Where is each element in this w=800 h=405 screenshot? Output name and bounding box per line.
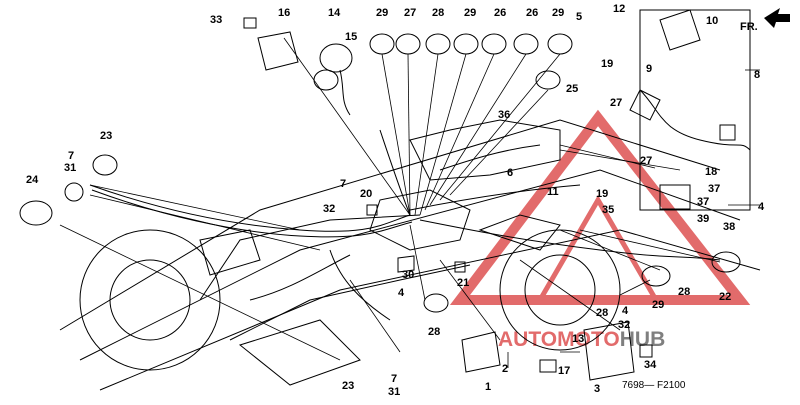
callout-label: 9 bbox=[646, 63, 652, 75]
callout-label: 27 bbox=[640, 155, 652, 167]
callout-label: 14 bbox=[328, 7, 341, 19]
vehicle-frame bbox=[59, 119, 761, 391]
callout-label: 30 bbox=[402, 269, 414, 281]
front-direction-label: FR. bbox=[740, 21, 758, 33]
callout-label: 7 bbox=[340, 178, 346, 190]
callout-label: 7 bbox=[68, 150, 74, 162]
part-29-clamp bbox=[641, 265, 671, 287]
callout-label: 20 bbox=[360, 188, 372, 200]
part-3-fusebox bbox=[583, 321, 635, 381]
part-30-bracket bbox=[397, 255, 415, 273]
watermark-text-part1: AUTOMOTO bbox=[498, 328, 620, 351]
leader-lines bbox=[59, 37, 760, 368]
callout-label: 1 bbox=[485, 381, 491, 393]
callout-label: 19 bbox=[596, 188, 608, 200]
callout-label: 18 bbox=[705, 166, 717, 178]
callout-label: 31 bbox=[388, 386, 400, 398]
callout-label: 28 bbox=[678, 286, 690, 298]
callout-label: 23 bbox=[342, 380, 354, 392]
callout-label: 15 bbox=[345, 31, 357, 43]
callout-label: 29 bbox=[552, 7, 564, 19]
callout-label: 37 bbox=[697, 196, 709, 208]
callout-label: 16 bbox=[278, 7, 290, 19]
callout-label: 38 bbox=[723, 221, 735, 233]
part-25-clamp bbox=[535, 70, 561, 90]
callout-label: 28 bbox=[596, 307, 608, 319]
callout-label: 11 bbox=[547, 186, 559, 198]
callout-label: 29 bbox=[652, 299, 664, 311]
part-8-sensor bbox=[629, 9, 751, 211]
callout-label: 32 bbox=[618, 319, 630, 331]
part-20-bolt bbox=[366, 204, 378, 216]
callout-label: 37 bbox=[708, 183, 720, 195]
callout-label: 13 bbox=[572, 333, 584, 345]
part-31-grommet bbox=[64, 182, 84, 202]
part-22-clamp bbox=[711, 251, 741, 273]
callout-label: 8 bbox=[754, 69, 760, 81]
part-23-clamp bbox=[92, 154, 118, 176]
callout-label: 26 bbox=[526, 7, 538, 19]
part-17-connector bbox=[539, 359, 557, 373]
callout-numbers: 33 16 14 15 29 27 28 29 26 26 29 5 12 10… bbox=[26, 3, 765, 398]
front-direction-indicator: FR. bbox=[740, 8, 790, 33]
callout-label: 7 bbox=[391, 373, 397, 385]
callout-label: 27 bbox=[610, 97, 622, 109]
callout-label: 3 bbox=[594, 383, 600, 395]
callout-label: 31 bbox=[64, 162, 76, 174]
callout-label: 24 bbox=[26, 174, 39, 186]
watermark-text-part2: HUB bbox=[620, 328, 666, 351]
part-33-bolt bbox=[243, 17, 257, 29]
callout-label: 5 bbox=[576, 11, 582, 23]
part-21-bolt bbox=[454, 261, 466, 273]
callout-label: 39 bbox=[697, 213, 709, 225]
callout-label: 33 bbox=[210, 14, 222, 26]
callout-label: 28 bbox=[432, 7, 444, 19]
callout-label: 25 bbox=[566, 83, 578, 95]
callout-label: 22 bbox=[719, 291, 731, 303]
callout-label: 36 bbox=[498, 109, 510, 121]
callout-label: 4 bbox=[622, 305, 629, 317]
callout-label: 32 bbox=[323, 203, 335, 215]
wire-harness bbox=[89, 69, 751, 321]
part-18-relay bbox=[659, 184, 691, 210]
clamps-top-row bbox=[369, 33, 573, 55]
callout-label: 12 bbox=[613, 3, 625, 15]
callout-label: 29 bbox=[376, 7, 388, 19]
part-34-bolt bbox=[639, 344, 653, 358]
part-1-unit bbox=[461, 331, 501, 373]
callout-label: 10 bbox=[706, 15, 718, 27]
callout-label: 4 bbox=[398, 287, 405, 299]
figure-code: 7698— F2100 bbox=[622, 380, 686, 391]
callout-label: 26 bbox=[494, 7, 506, 19]
part-24-clamp bbox=[19, 200, 53, 226]
callout-label: 28 bbox=[428, 326, 440, 338]
callout-label: 23 bbox=[100, 130, 112, 142]
callout-label: 2 bbox=[502, 363, 508, 375]
callout-label: 29 bbox=[464, 7, 476, 19]
callout-label: 4 bbox=[758, 201, 765, 213]
callout-label: 35 bbox=[602, 204, 614, 216]
callout-label: 19 bbox=[601, 58, 613, 70]
callout-label: 17 bbox=[558, 365, 570, 377]
part-16-unit bbox=[257, 31, 299, 71]
part-28-clamp bbox=[423, 293, 449, 313]
callout-label: 6 bbox=[507, 167, 513, 179]
callout-label: 21 bbox=[457, 277, 469, 289]
part-15-coupler bbox=[313, 43, 353, 91]
callout-label: 34 bbox=[644, 359, 657, 371]
callout-label: 27 bbox=[404, 7, 416, 19]
